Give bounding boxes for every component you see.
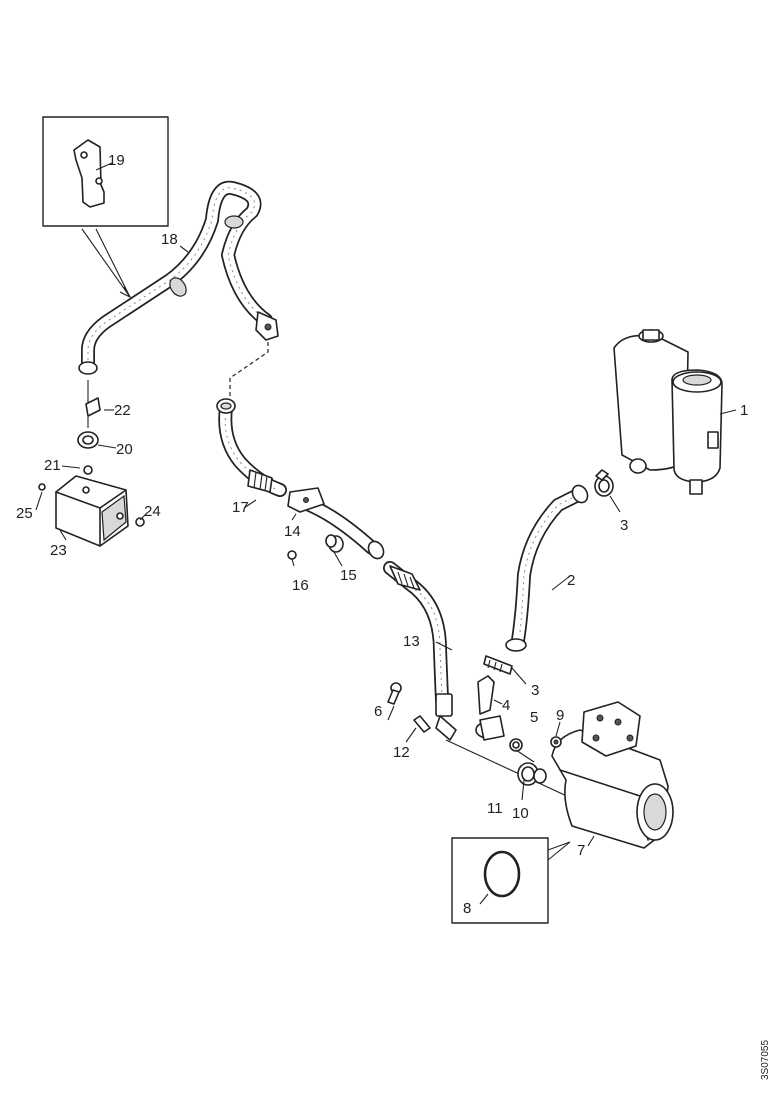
callout-6: 6 — [374, 703, 382, 720]
callout-20: 20 — [116, 441, 133, 458]
callout-4: 4 — [502, 697, 510, 714]
callout-7: 7 — [577, 842, 585, 859]
callout-11: 11 — [487, 800, 503, 817]
callout-18: 18 — [161, 231, 178, 248]
callout-13: 13 — [403, 633, 420, 650]
callout-16: 16 — [292, 577, 309, 594]
block-23 — [38, 380, 145, 547]
callout-22: 22 — [114, 402, 131, 419]
callout-19: 19 — [108, 152, 125, 169]
hose-13 — [383, 561, 457, 741]
clamp-3-upper — [594, 469, 621, 513]
callout-23: 23 — [50, 542, 67, 559]
callout-8: 8 — [463, 900, 471, 917]
hose-17 — [216, 398, 287, 497]
callout-5: 5 — [530, 709, 538, 726]
gear-pump-7 — [445, 701, 674, 849]
hose-18 — [78, 180, 279, 375]
callout-1: 1 — [740, 402, 748, 419]
hose-2 — [505, 484, 589, 652]
connector-18-17 — [229, 342, 269, 398]
callout-3-upper: 3 — [620, 517, 628, 534]
callout-layer: 1 2 3 3 4 5 6 7 8 9 10 11 12 13 14 15 16… — [16, 152, 771, 1080]
callout-24: 24 — [144, 503, 161, 520]
drawing-code: 3S07055 — [760, 1040, 771, 1080]
callout-21: 21 — [44, 457, 61, 474]
callout-10: 10 — [512, 805, 529, 822]
callout-9: 9 — [556, 707, 564, 724]
callout-2: 2 — [567, 572, 575, 589]
callout-17: 17 — [232, 499, 249, 516]
inset-oring-8 — [451, 837, 571, 924]
callout-12: 12 — [393, 744, 410, 761]
reservoir-1 — [613, 329, 737, 495]
tube-14 — [287, 487, 385, 567]
fitting-group — [387, 655, 527, 752]
callout-14: 14 — [284, 523, 301, 540]
callout-25: 25 — [16, 505, 33, 522]
callout-15: 15 — [340, 567, 357, 584]
callout-3-lower: 3 — [531, 682, 539, 699]
inset-bracket-19 — [42, 116, 169, 299]
